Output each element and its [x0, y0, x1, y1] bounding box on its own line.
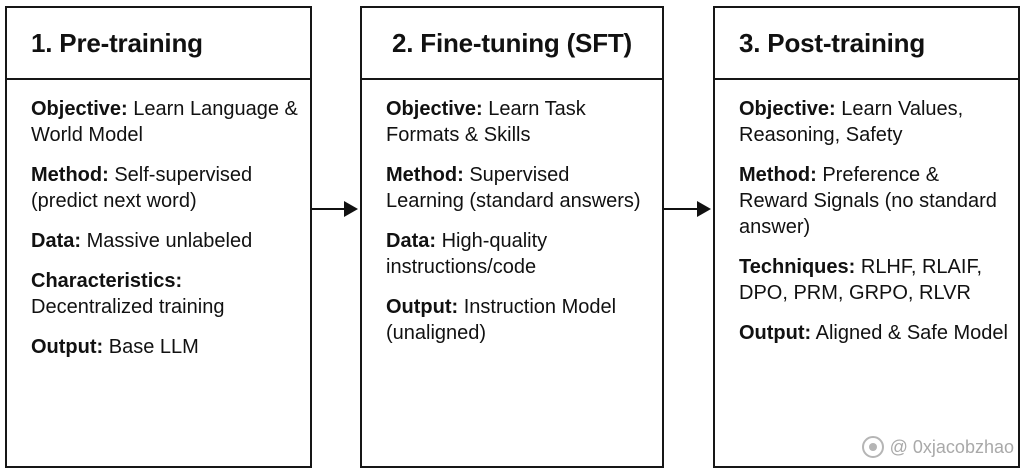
- field-method: Method: Supervised Learning (standard an…: [386, 162, 652, 214]
- stage-title: 2. Fine-tuning (SFT): [391, 27, 633, 58]
- field-label: Objective:: [31, 98, 128, 120]
- field-text: RLHF, RLAIF, DPO, PRM, GRPO, RLVR: [739, 256, 983, 304]
- field-label: Characteristics:: [31, 270, 183, 292]
- flow-arrow-2-to-3: [664, 201, 711, 217]
- field-output: Output: Base LLM: [31, 334, 300, 360]
- field-method: Method: Preference & Reward Signals (no …: [739, 162, 1008, 240]
- weibo-logo-icon: [861, 436, 884, 458]
- field-data: Data: Massive unlabeled: [31, 228, 300, 254]
- field-characteristics: Characteristics: Decentralized training: [31, 268, 300, 320]
- field-data: Data: High-quality instructions/code: [386, 228, 652, 280]
- field-label: Output:: [31, 336, 104, 358]
- stage-body: Objective: Learn Task Formats & Skills M…: [362, 80, 662, 346]
- field-label: Techniques:: [739, 256, 856, 278]
- field-objective: Objective: Learn Language & World Model: [31, 96, 300, 148]
- field-text: High-quality instructions/code: [386, 230, 548, 278]
- field-text: Base LLM: [103, 336, 199, 358]
- field-text: Instruction Model (unaligned): [386, 296, 617, 344]
- field-text: Decentralized training: [31, 296, 225, 318]
- field-objective: Objective: Learn Task Formats & Skills: [386, 96, 652, 148]
- stage-body: Objective: Learn Language & World Model …: [7, 80, 310, 360]
- field-label: Method:: [386, 164, 464, 186]
- field-label: Objective:: [386, 98, 483, 120]
- field-label: Output:: [739, 322, 812, 344]
- field-text: Self-supervised (predict next word): [31, 164, 253, 212]
- field-label: Data:: [386, 230, 437, 252]
- field-output: Output: Aligned & Safe Model: [739, 320, 1008, 346]
- field-label: Method:: [739, 164, 817, 186]
- field-label: Objective:: [739, 98, 836, 120]
- field-text: Aligned & Safe Model: [811, 322, 1008, 344]
- field-objective: Objective: Learn Values, Reasoning, Safe…: [739, 96, 1008, 148]
- field-text: Learn Values, Reasoning, Safety: [739, 98, 964, 146]
- stage-header: 2. Fine-tuning (SFT): [362, 8, 662, 80]
- stage-box-posttraining: 3. Post-training Objective: Learn Values…: [713, 6, 1020, 468]
- field-label: Data:: [31, 230, 82, 252]
- stage-header: 3. Post-training: [715, 8, 1018, 80]
- watermark-text: @ 0xjacobzhao: [889, 436, 1014, 457]
- field-method: Method: Self-supervised (predict next wo…: [31, 162, 300, 214]
- stage-header: 1. Pre-training: [7, 8, 310, 80]
- stage-title: 3. Post-training: [739, 27, 926, 58]
- stage-body: Objective: Learn Values, Reasoning, Safe…: [715, 80, 1018, 346]
- stage-box-finetuning: 2. Fine-tuning (SFT) Objective: Learn Ta…: [360, 6, 664, 468]
- stage-box-pretraining: 1. Pre-training Objective: Learn Languag…: [5, 6, 312, 468]
- field-text: Massive unlabeled: [81, 230, 253, 252]
- stage-title: 1. Pre-training: [31, 27, 203, 58]
- field-label: Output:: [386, 296, 459, 318]
- field-text: Learn Task Formats & Skills: [386, 98, 586, 146]
- flow-arrow-1-to-2: [312, 201, 358, 217]
- field-techniques: Techniques: RLHF, RLAIF, DPO, PRM, GRPO,…: [739, 254, 1008, 306]
- field-text: Supervised Learning (standard answers): [386, 164, 641, 212]
- field-output: Output: Instruction Model (unaligned): [386, 294, 652, 346]
- field-text: Learn Language & World Model: [31, 98, 298, 146]
- field-text: Preference & Reward Signals (no standard…: [739, 164, 997, 238]
- field-label: Method:: [31, 164, 109, 186]
- watermark: @ 0xjacobzhao: [861, 436, 1014, 458]
